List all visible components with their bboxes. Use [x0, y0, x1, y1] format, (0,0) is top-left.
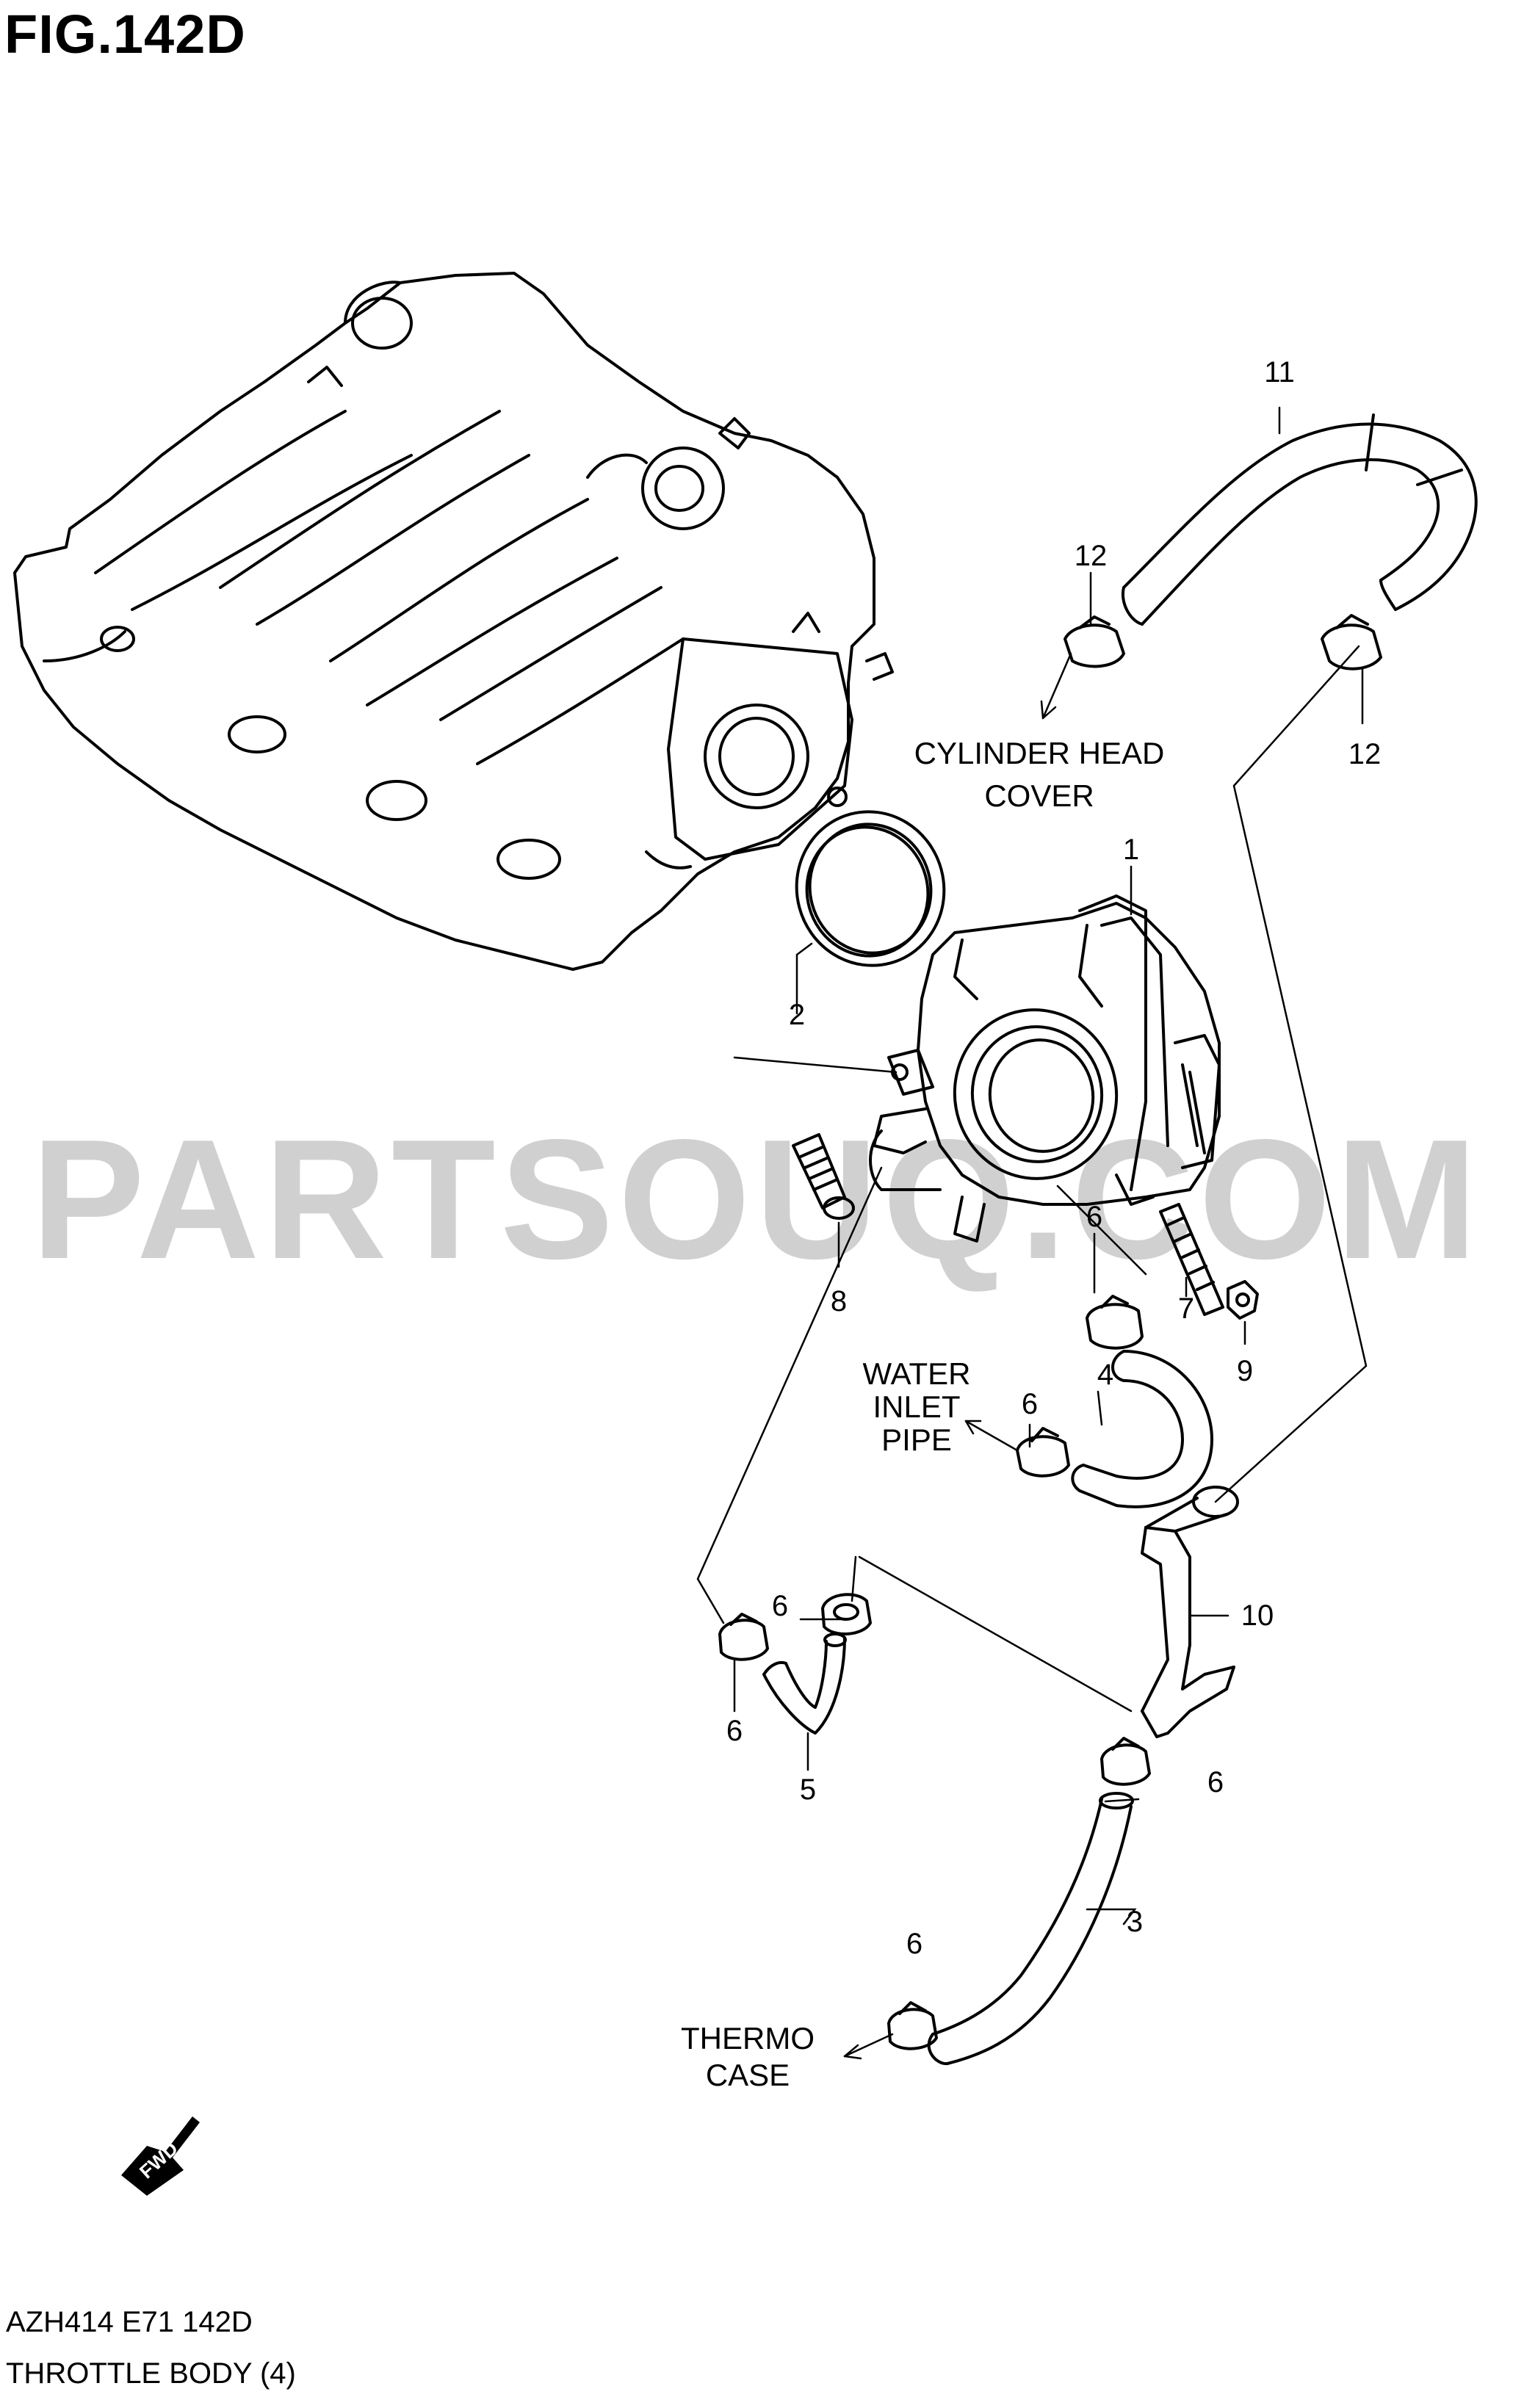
throttle-body [869, 894, 1221, 1243]
clamp-6-pipe10 [1100, 1737, 1151, 1786]
callout-4: 4 [1097, 1359, 1113, 1391]
nut-9 [1227, 1280, 1259, 1320]
hose-11 [1121, 413, 1478, 626]
callout-12: 12 [1348, 738, 1382, 770]
callout-7: 7 [1178, 1292, 1194, 1325]
intake-manifold [13, 272, 894, 971]
callout-9: 9 [1237, 1355, 1253, 1387]
direction-arrows [843, 652, 1072, 2060]
note-thermo: THERMO [681, 2021, 815, 2056]
clamp-6-water-inlet [1016, 1427, 1070, 1478]
callout-1: 1 [1123, 834, 1139, 866]
clamp-6-throttle [1086, 1295, 1144, 1350]
stud-7 [1159, 1203, 1224, 1316]
callout-2: 2 [789, 999, 805, 1031]
leader-lines [696, 406, 1368, 1926]
pipe-10 [1141, 1486, 1239, 1738]
callout-6: 6 [1086, 1201, 1102, 1233]
clamp-6-thermo [887, 2001, 938, 2050]
callout-6: 6 [1022, 1388, 1038, 1420]
note-water: WATER [863, 1356, 971, 1391]
hose-4 [1071, 1350, 1213, 1508]
bolt-8 [792, 1133, 855, 1220]
callout-6: 6 [772, 1590, 788, 1622]
hose-3 [927, 1792, 1134, 2066]
clamp-6-hose5-lower [718, 1613, 769, 1661]
footer-code: AZH414 E71 142D [6, 2306, 253, 2338]
callout-6: 6 [906, 1928, 922, 1960]
note-cylinder-head: CYLINDER HEAD [914, 736, 1165, 770]
gasket-ring [795, 810, 946, 967]
callout-10: 10 [1241, 1599, 1274, 1632]
callout-3: 3 [1127, 1906, 1143, 1938]
fwd-arrow-icon: FWD [121, 2116, 200, 2196]
callout-12: 12 [1075, 540, 1108, 572]
note-pipe: PIPE [881, 1422, 952, 1457]
note-inlet: INLET [873, 1389, 960, 1424]
clamp-12-upper [1064, 615, 1125, 668]
figure-title: FIG.142D [4, 4, 246, 65]
callout-11: 11 [1264, 356, 1295, 388]
callout-8: 8 [831, 1285, 847, 1317]
callout-6: 6 [726, 1715, 743, 1747]
clamp-12-right [1321, 614, 1382, 670]
callout-5: 5 [800, 1774, 816, 1806]
hose-5 [762, 1633, 847, 1735]
watermark: PARTSOUQ.COM [31, 1104, 1482, 1295]
note-thermo-case: CASE [706, 2058, 790, 2092]
callout-6: 6 [1207, 1766, 1224, 1798]
footer-name: THROTTLE BODY (4) [6, 2357, 296, 2390]
clamp-6-hose5-upper [821, 1593, 872, 1636]
note-cylinder-head-cover: COVER [984, 778, 1094, 813]
